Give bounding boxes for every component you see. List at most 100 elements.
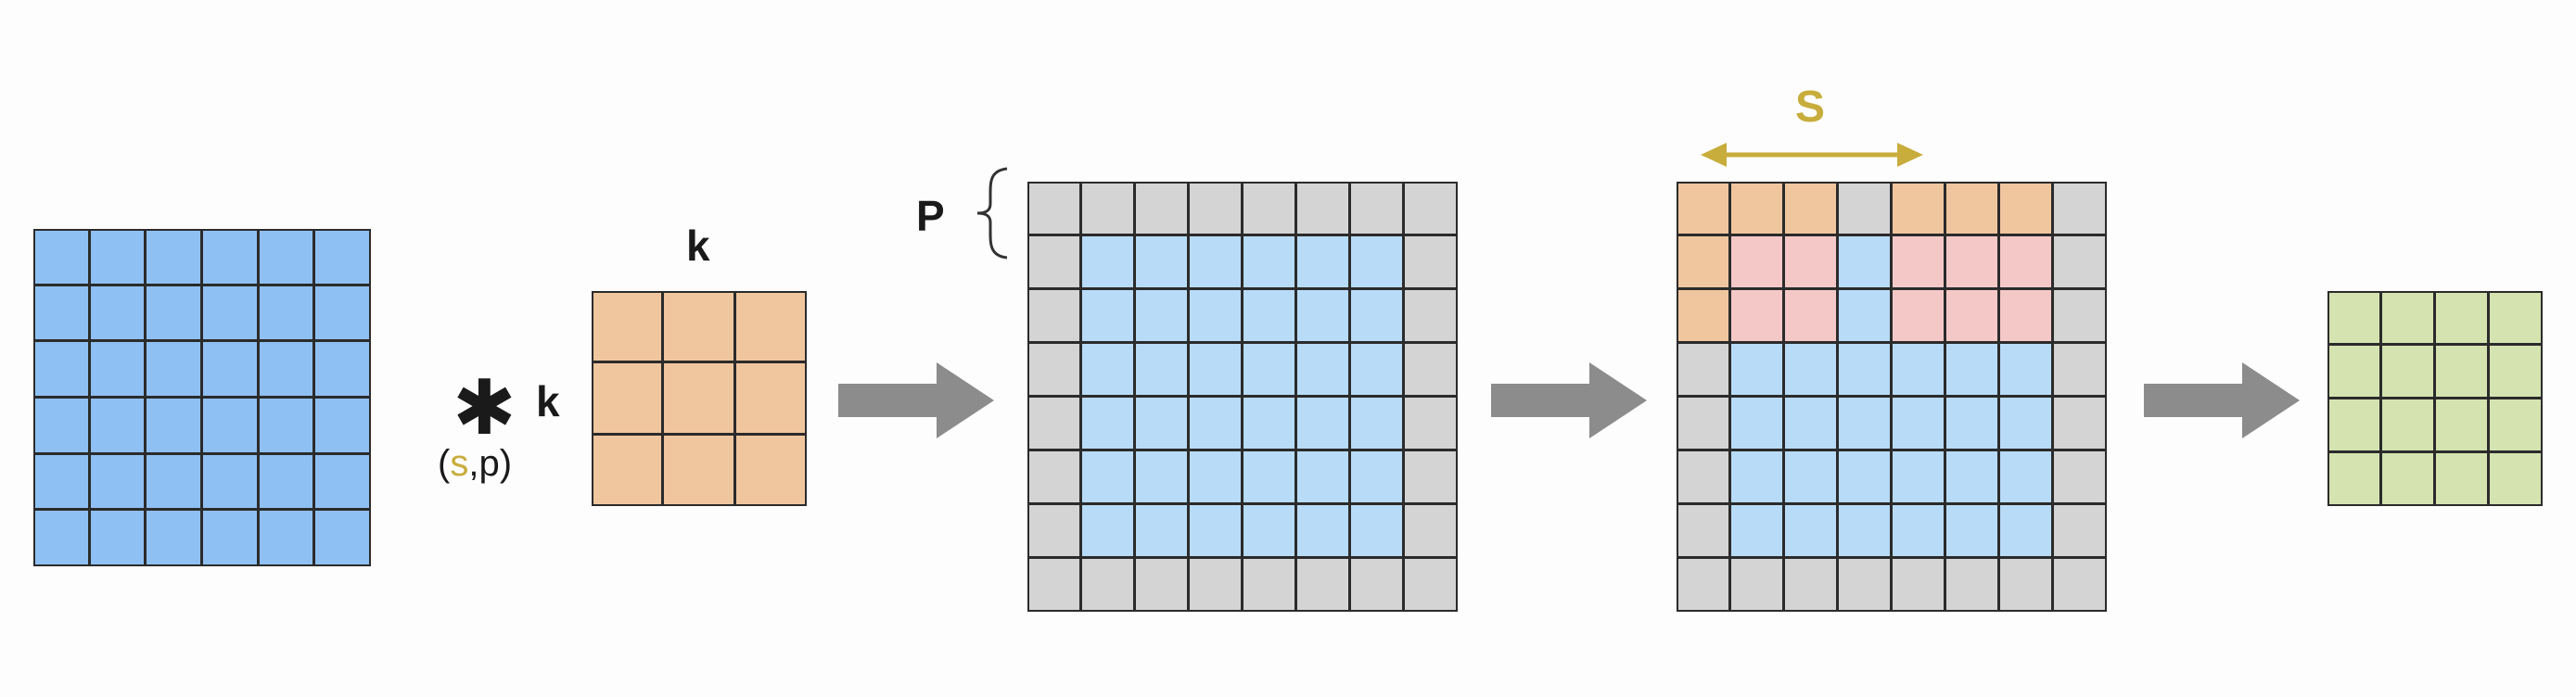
- grid-cell: [1677, 288, 1730, 343]
- grid-cell: [1080, 450, 1135, 504]
- grid-cell: [88, 397, 147, 454]
- grid-cell: [1998, 557, 2053, 612]
- grid-cell: [2434, 398, 2489, 452]
- grid-cell: [1783, 396, 1838, 450]
- grid-cell: [1080, 503, 1135, 558]
- grid-cell: [2434, 344, 2489, 399]
- grid-cell: [1891, 503, 1945, 558]
- padded-input-grid: [1027, 182, 1458, 612]
- grid-cell: [1783, 557, 1838, 612]
- grid-cell: [1998, 396, 2053, 450]
- grid-cell: [1134, 288, 1189, 343]
- grid-cell: [1242, 342, 1296, 397]
- grid-cell: [1677, 182, 1730, 235]
- grid-cell: [1783, 450, 1838, 504]
- grid-cell: [1295, 182, 1350, 235]
- grid-cell: [662, 361, 735, 435]
- grid-cell: [1891, 557, 1945, 612]
- grid-cell: [1349, 234, 1404, 289]
- grid-cell: [1403, 234, 1458, 289]
- grid-cell: [2052, 342, 2107, 397]
- grid-cell: [201, 284, 259, 342]
- grid-cell: [1403, 288, 1458, 343]
- grid-cell: [1242, 288, 1296, 343]
- grid-cell: [145, 397, 202, 454]
- grid-cell: [1027, 557, 1081, 612]
- grid-cell: [1783, 234, 1838, 289]
- grid-cell: [1891, 450, 1945, 504]
- grid-cell: [1891, 234, 1945, 289]
- grid-cell: [1027, 288, 1081, 343]
- grid-cell: [33, 229, 90, 285]
- grid-cell: [1134, 342, 1189, 397]
- grid-cell: [313, 229, 371, 285]
- grid-cell: [2327, 344, 2381, 399]
- grid-cell: [1998, 342, 2053, 397]
- grid-cell: [2052, 503, 2107, 558]
- grid-cell: [1729, 288, 1784, 343]
- grid-cell: [145, 229, 202, 285]
- grid-cell: [1837, 288, 1892, 343]
- grid-cell: [1134, 396, 1189, 450]
- grid-cell: [1027, 234, 1081, 289]
- grid-cell: [201, 397, 259, 454]
- grid-cell: [1134, 234, 1189, 289]
- grid-cell: [1945, 557, 1999, 612]
- grid-cell: [2052, 450, 2107, 504]
- grid-cell: [257, 509, 315, 566]
- arrow-right-icon: [2144, 362, 2300, 438]
- grid-cell: [1188, 288, 1243, 343]
- grid-cell: [33, 340, 90, 398]
- grid-cell: [201, 340, 259, 398]
- grid-cell: [88, 452, 147, 511]
- params-padding-symbol: ,p): [468, 443, 513, 484]
- grid-cell: [313, 452, 371, 511]
- arrow-right-icon: [1491, 362, 1647, 438]
- grid-cell: [1677, 557, 1730, 612]
- grid-cell: [313, 284, 371, 342]
- grid-cell: [1783, 288, 1838, 343]
- grid-cell: [2052, 396, 2107, 450]
- grid-cell: [2380, 451, 2435, 506]
- grid-cell: [1891, 182, 1945, 235]
- grid-cell: [313, 397, 371, 454]
- conv-params-label: (s,p): [438, 445, 512, 482]
- output-grid: [2327, 291, 2543, 506]
- grid-cell: [1188, 396, 1243, 450]
- grid-cell: [1295, 450, 1350, 504]
- kernel-size-side-label: k: [536, 377, 560, 425]
- grid-cell: [1891, 396, 1945, 450]
- grid-cell: [1403, 557, 1458, 612]
- grid-cell: [1998, 503, 2053, 558]
- kernel-grid: [592, 291, 807, 506]
- input-grid: [33, 229, 371, 566]
- grid-cell: [1349, 396, 1404, 450]
- grid-cell: [1188, 182, 1243, 235]
- params-open-paren: (: [438, 443, 451, 484]
- grid-cell: [145, 340, 202, 398]
- grid-cell: [1080, 182, 1135, 235]
- grid-cell: [1080, 288, 1135, 343]
- grid-cell: [1729, 396, 1784, 450]
- grid-cell: [257, 397, 315, 454]
- grid-cell: [1349, 503, 1404, 558]
- grid-cell: [1080, 557, 1135, 612]
- grid-cell: [2380, 291, 2435, 345]
- grid-cell: [1295, 396, 1350, 450]
- grid-cell: [1134, 450, 1189, 504]
- grid-cell: [1891, 342, 1945, 397]
- grid-cell: [1891, 288, 1945, 343]
- grid-cell: [1837, 557, 1892, 612]
- grid-cell: [733, 361, 807, 435]
- grid-cell: [145, 452, 202, 511]
- grid-cell: [2327, 451, 2381, 506]
- grid-cell: [1403, 450, 1458, 504]
- grid-cell: [1349, 557, 1404, 612]
- grid-cell: [2488, 398, 2543, 452]
- grid-cell: [1027, 396, 1081, 450]
- grid-cell: [1295, 288, 1350, 343]
- grid-cell: [1677, 503, 1730, 558]
- grid-cell: [1242, 557, 1296, 612]
- grid-cell: [2380, 344, 2435, 399]
- grid-cell: [201, 229, 259, 285]
